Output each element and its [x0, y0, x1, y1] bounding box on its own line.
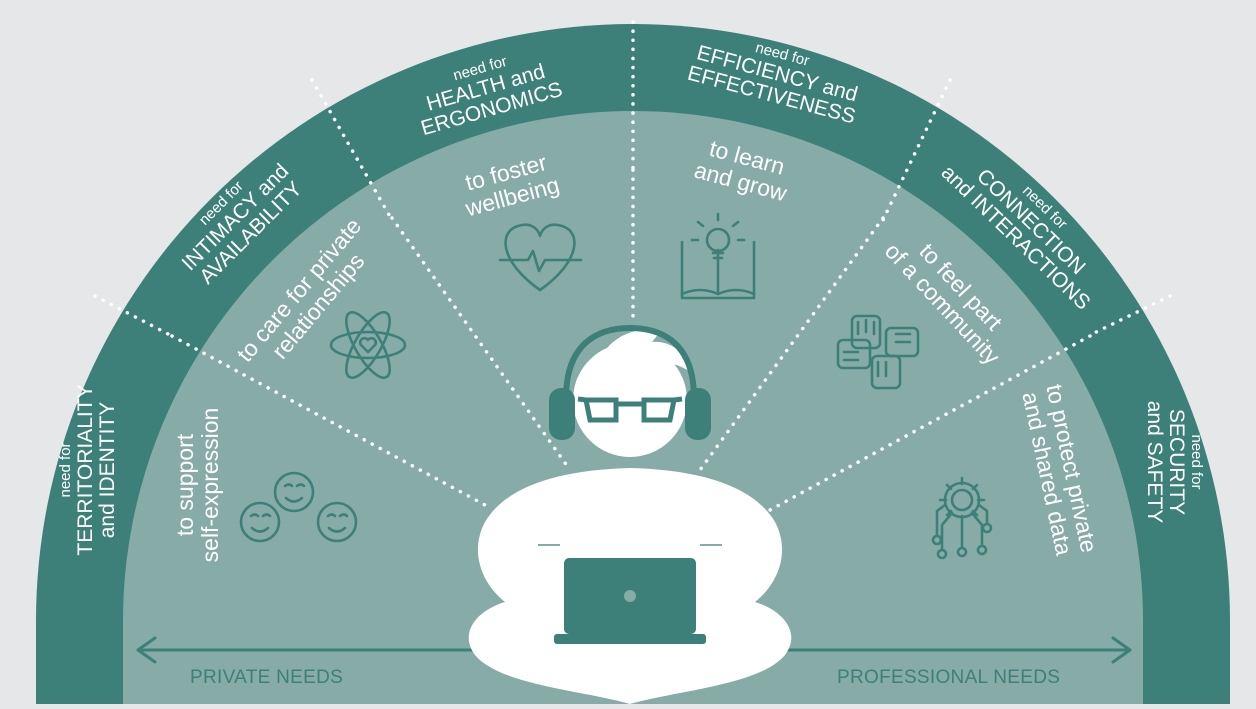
heart-pulse-icon: [498, 223, 583, 292]
inner-label-self-expression: to support self-expression: [172, 408, 223, 563]
svg-text:to support: to support: [172, 433, 198, 536]
svg-text:need for: need for: [57, 442, 74, 497]
outer-label-territoriality: need for TERRITORIALITY and IDENTITY: [57, 384, 119, 555]
person-hair: [600, 329, 690, 372]
professional-needs-label: PROFESSIONAL NEEDS: [837, 667, 1060, 688]
gear-network-icon: [931, 476, 993, 560]
laptop-icon: [554, 558, 706, 644]
smiling-faces-icon: [239, 471, 358, 543]
svg-text:and IDENTITY: and IDENTITY: [96, 402, 119, 539]
private-needs-label: PRIVATE NEEDS: [190, 667, 343, 688]
outer-separators: [93, 20, 1172, 337]
glasses: [577, 396, 683, 423]
svg-text:TERRITORIALITY: TERRITORIALITY: [74, 384, 97, 555]
svg-text:self-expression: self-expression: [197, 408, 223, 563]
atom-heart-icon: [329, 311, 407, 379]
outer-label-security: need for SECURITY and SAFETY: [1143, 401, 1205, 524]
headphone-left: [549, 388, 575, 440]
professional-needs-arrow: [718, 636, 1132, 664]
inner-label-data: to protect private and shared data: [1017, 382, 1102, 558]
book-lightbulb-icon: [680, 212, 756, 300]
headphone-right: [685, 388, 711, 440]
inner-separators: [170, 168, 1092, 512]
svg-text:SECURITY: SECURITY: [1165, 409, 1188, 515]
svg-text:and SAFETY: and SAFETY: [1143, 401, 1166, 524]
person-head: [573, 343, 687, 457]
svg-text:need for: need for: [1188, 434, 1205, 489]
linked-hands-icon: [836, 314, 920, 390]
headphones-band: [563, 324, 697, 399]
